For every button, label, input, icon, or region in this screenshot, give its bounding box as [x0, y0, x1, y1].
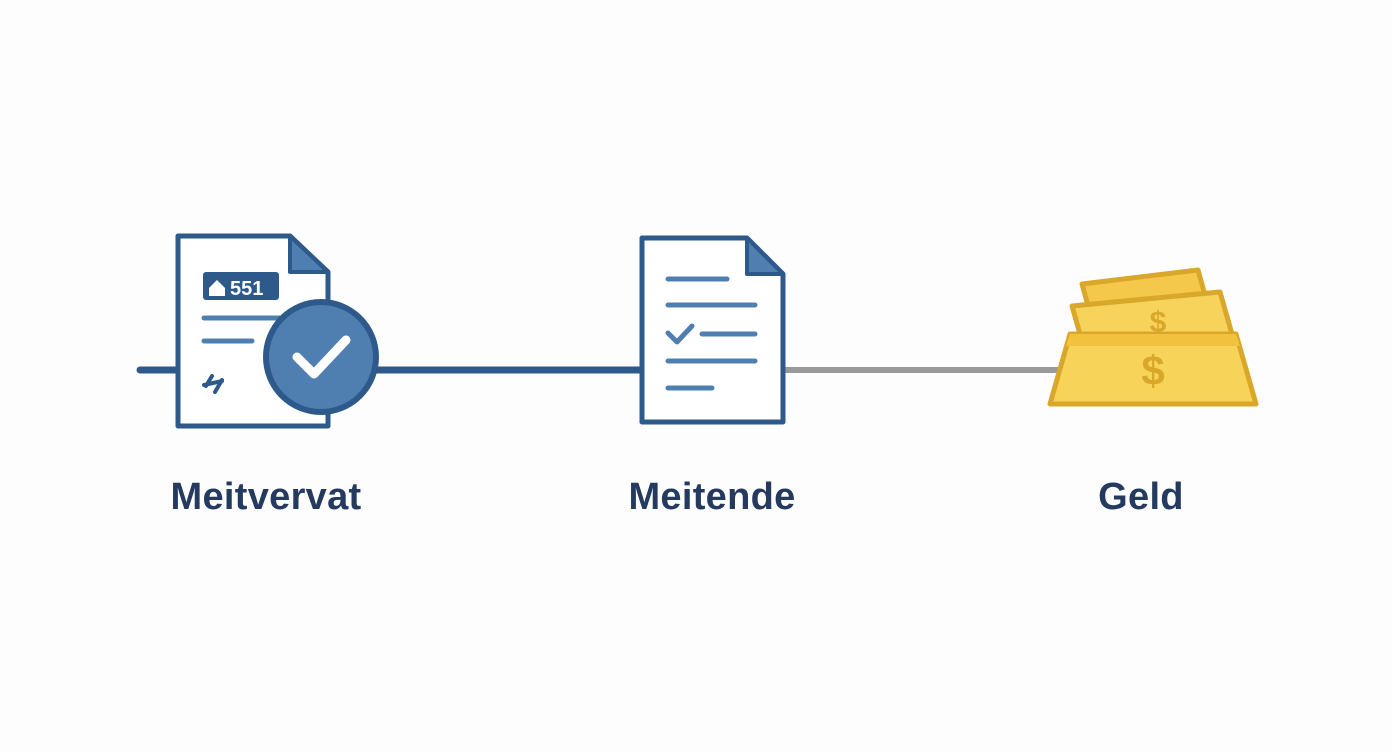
house-number: 551: [230, 278, 263, 300]
dollar-sign-icon: $: [1141, 347, 1164, 394]
step-3-label: Geld: [1098, 476, 1184, 518]
step-2-label: Meitende: [628, 476, 796, 518]
checkmark-badge-icon: [263, 299, 379, 415]
checklist-document-icon: [639, 235, 786, 425]
hash-mark-icon: [202, 374, 224, 394]
document-check-icon: 551: [175, 233, 379, 429]
house-icon: [209, 280, 225, 296]
svg-text:$: $: [1150, 306, 1167, 339]
checkmark-icon: [665, 323, 695, 345]
step-1-label: Meitvervat: [170, 476, 362, 518]
gold-bars-icon: $ $: [1047, 267, 1259, 407]
